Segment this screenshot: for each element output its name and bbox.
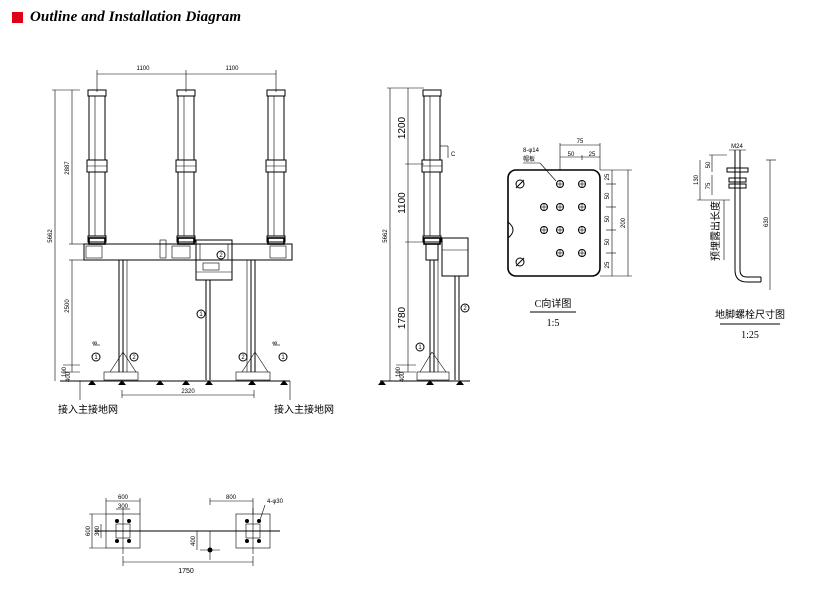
- detail-holes-label: 8-φ14: [523, 148, 540, 154]
- bolt-dim-d3: 75: [706, 182, 712, 189]
- ground-label-right: 接入主接地网: [274, 403, 334, 416]
- detail-c: 75 50 25 25 50 50 50 25 200 8-φ14 帽板 C向详…: [507, 139, 632, 329]
- detail-dim-r3: 50: [605, 215, 611, 222]
- dim-flat-left: 8: [93, 341, 99, 345]
- callout-1-box: 2: [219, 253, 223, 259]
- callout-1-left: 1: [94, 355, 98, 361]
- bolt-dim-thread: M24: [731, 144, 743, 150]
- anchor-bolt: M24 50 130 75 630 预埋露出长度 地脚螺栓尺寸图 1:25: [694, 144, 785, 341]
- red-square-icon: [12, 11, 23, 23]
- plan-dim-w-left: 600: [118, 495, 129, 501]
- callout-2-center: 1: [199, 312, 203, 318]
- detail-dim-total: 200: [621, 217, 627, 228]
- bolt-scale: 1:25: [741, 330, 759, 341]
- plan-dim-w-right: 800: [226, 495, 237, 501]
- dim-base-h1: 100: [62, 366, 68, 377]
- bolt-dim-length: 630: [764, 216, 770, 227]
- detail-dim-r1: 25: [605, 173, 611, 180]
- side-dim-middle: 1100: [397, 192, 408, 214]
- plan-holes-label: 4-φ30: [267, 499, 284, 505]
- dim-flat-right: 8: [273, 341, 279, 345]
- plan-dim-h-left-inner: 300: [95, 525, 101, 536]
- dim-spacing-left: 1100: [137, 66, 151, 72]
- dim-base-width: 2320: [181, 389, 195, 395]
- bolt-caption: 地脚螺栓尺寸图: [715, 308, 785, 321]
- plan-dim-h-left: 600: [86, 525, 92, 536]
- side-callout-1: 1: [418, 345, 422, 351]
- detail-dim-a: 50: [568, 152, 575, 158]
- dim-height-frame: 2500: [65, 299, 71, 313]
- plan-dim-span: 1750: [178, 568, 194, 575]
- detail-dim-b: 25: [589, 152, 596, 158]
- page-title: Outline and Installation Diagram: [30, 8, 242, 25]
- front-view: 1100 1100: [48, 66, 334, 416]
- c-mark: C: [451, 152, 456, 158]
- detail-dim-r2: 50: [605, 192, 611, 199]
- side-dim-base-h1: 100: [396, 366, 402, 377]
- callout-1-right: 1: [281, 355, 285, 361]
- bolt-dim-d2: 130: [694, 174, 700, 185]
- side-view: C 5662 1200 1100 1780 100 400 1 2: [378, 87, 470, 385]
- detail-plate-label: 帽板: [523, 155, 535, 163]
- detail-caption: C向详图: [535, 297, 572, 310]
- side-dim-upper: 1200: [397, 116, 408, 139]
- dim-spacing-right: 1100: [226, 66, 240, 72]
- callout-2-right: 2: [241, 355, 245, 361]
- ground-label-left: 接入主接地网: [58, 403, 118, 416]
- bolt-dim-d1: 50: [706, 161, 712, 168]
- callout-2-left: 2: [132, 355, 136, 361]
- plan-dim-w-left-inner: 300: [118, 504, 129, 510]
- dim-base-h2: 400: [66, 371, 72, 382]
- page-header: Outline and Installation Diagram: [12, 6, 241, 28]
- detail-dim-top: 75: [577, 139, 584, 145]
- dim-height-total: 5662: [48, 229, 54, 243]
- bolt-vertical-label: 预埋露出长度: [709, 201, 722, 261]
- dim-height-pole: 2887: [65, 161, 71, 175]
- side-callout-2: 2: [463, 306, 467, 312]
- side-dim-lower: 1780: [397, 306, 408, 329]
- side-dim-height-total: 5662: [383, 229, 389, 243]
- detail-dim-r4: 50: [605, 238, 611, 245]
- detail-scale: 1:5: [547, 318, 560, 329]
- plan-view: 600 300 600 300 800 4-φ30 400 1750: [86, 495, 284, 575]
- detail-dim-r5: 25: [605, 261, 611, 268]
- side-dim-base-h2: 400: [400, 371, 406, 382]
- plan-dim-center: 400: [191, 535, 197, 546]
